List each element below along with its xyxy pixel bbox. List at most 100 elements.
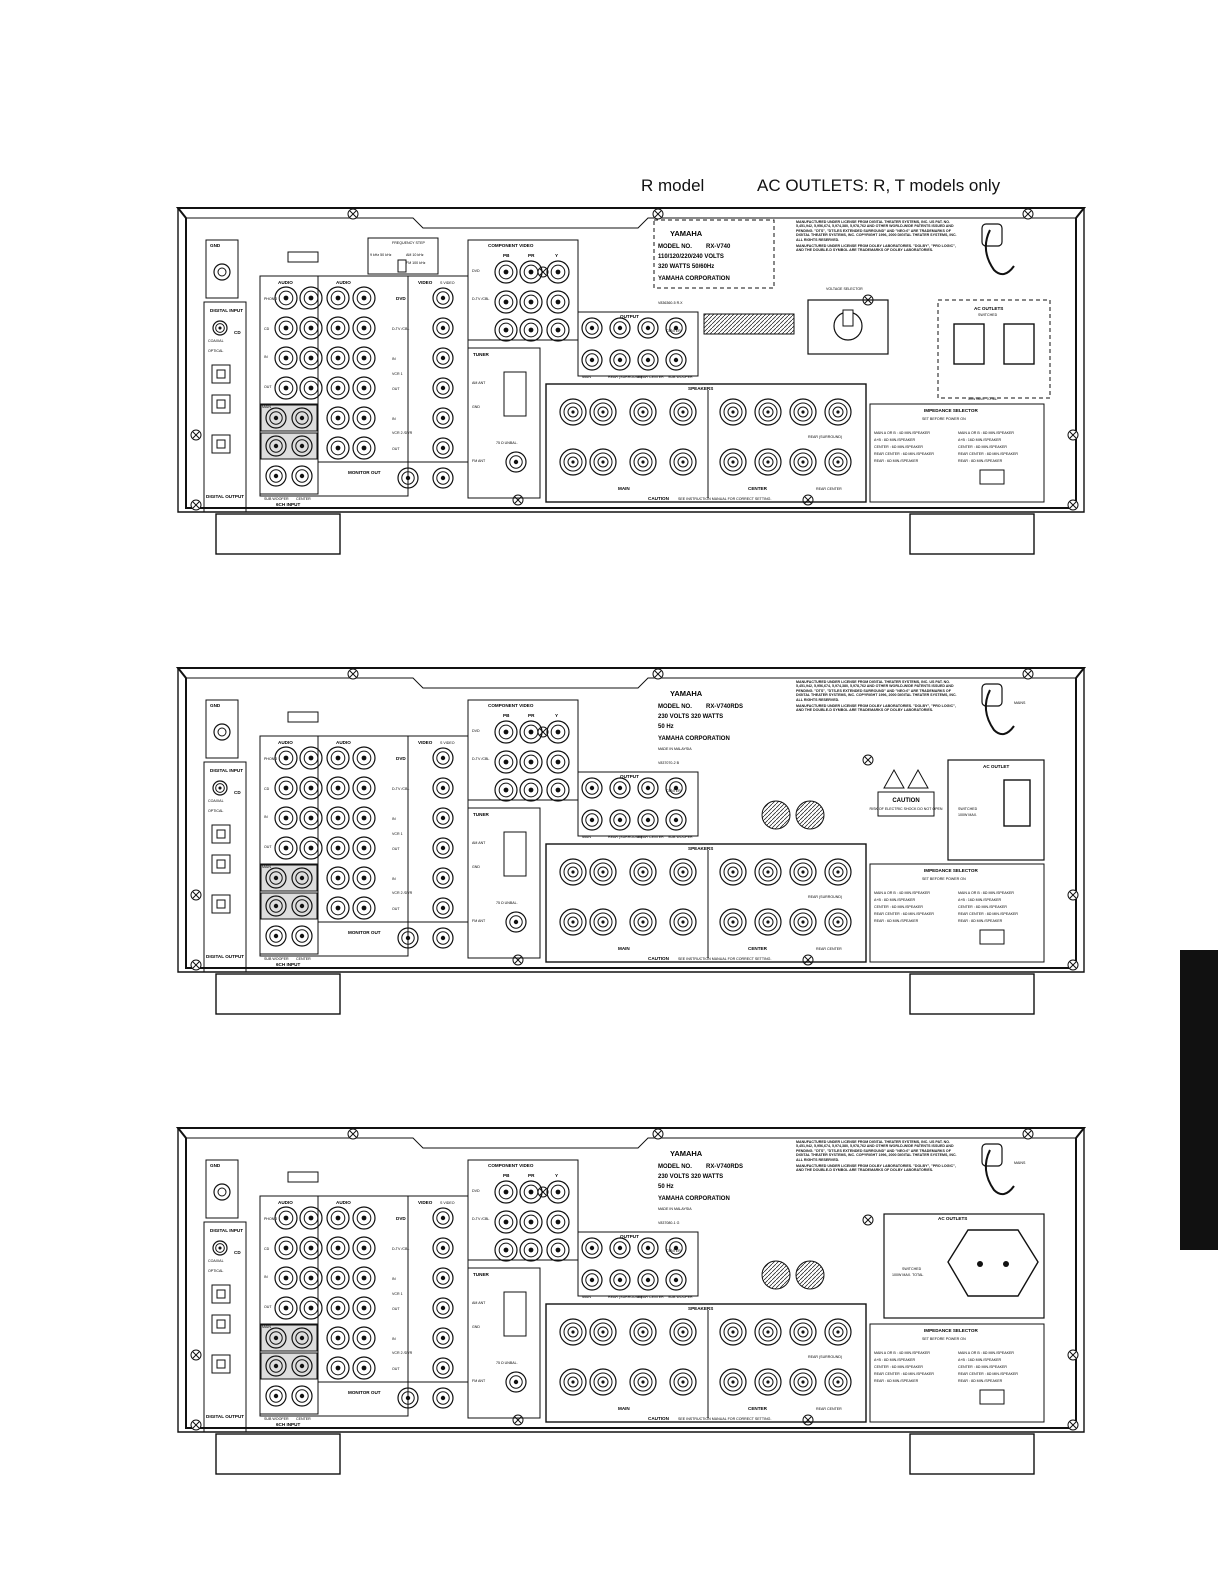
model-no-value: RX-V740 (706, 244, 731, 250)
serial-label: V836360-5 R.X (658, 301, 683, 305)
left-foot (215, 513, 341, 555)
output-center-label: CENTER (666, 329, 681, 333)
screw (190, 499, 202, 511)
speaker-terminal (629, 448, 657, 476)
pr-label: PR (528, 713, 535, 718)
video-audio-jack-r (352, 346, 376, 370)
am-terminal (503, 371, 527, 417)
caution-label: CAUTION (892, 798, 919, 804)
tuner-box (467, 347, 541, 499)
ac-switched-label: SWITCHED (902, 1267, 922, 1271)
md-in-label: IN (264, 355, 268, 359)
speaker-terminal (559, 448, 587, 476)
video-audio-jack-l (326, 746, 350, 770)
preout-jack (637, 349, 659, 371)
dolby-notice: MANUFACTURED UNDER LICENSE FROM DOLBY LA… (796, 704, 956, 713)
monitor-out-label: MONITOR OUT (348, 470, 381, 475)
top-rail (186, 1137, 1076, 1149)
video-audio-jack-r (352, 286, 376, 310)
freq-switch (397, 259, 407, 273)
impedance-left-line: REAR CENTER : 6Ω MIN./SPEAKER (874, 1372, 934, 1376)
optical-port-inner (216, 369, 226, 379)
screw (1022, 668, 1034, 680)
audio-jack-l (274, 286, 298, 310)
preout-jack (581, 1269, 603, 1291)
speaker-terminal (629, 398, 657, 426)
vcr2-label: VCR 2 /DVR (392, 1351, 413, 1355)
audio-jack-r (299, 806, 323, 830)
output-box (577, 1231, 699, 1297)
phono-label: PHONO (264, 757, 277, 761)
coaxial-label: COAXIAL (208, 1259, 224, 1263)
video-audio-jack-l (326, 316, 350, 340)
ch6-jack (265, 1327, 287, 1349)
unbal-label: 75 Ω UNBAL. (496, 441, 518, 445)
video-audio-jack-l (326, 896, 350, 920)
audio-label: AUDIO (278, 740, 293, 745)
video-audio-jack-r (352, 1236, 376, 1260)
center-label: CENTER (296, 1417, 311, 1421)
speaker-terminal (719, 448, 747, 476)
component-video-label: COMPONENT VIDEO (488, 703, 534, 708)
optical-port (211, 434, 231, 454)
right-foot (909, 1433, 1035, 1475)
speaker-terminal (789, 448, 817, 476)
screw (347, 668, 359, 680)
screw (862, 1214, 874, 1226)
ac-outlets-box (883, 1213, 1045, 1319)
screw (512, 494, 524, 506)
speaker-main-label: MAIN (618, 1406, 630, 1411)
unbal-label: 75 Ω UNBAL. (496, 901, 518, 905)
vcr2-label: VCR 2 /DVR (392, 431, 413, 435)
preout-jack (609, 809, 631, 831)
dts-notice: MANUFACTURED UNDER LICENSE FROM DIGITAL … (796, 220, 957, 242)
video-jack (432, 287, 454, 309)
preout-jack (609, 317, 631, 339)
video-audio-jack-l (326, 806, 350, 830)
freq-fm-label: FM 100 kHz (406, 261, 426, 265)
ch6-jack (291, 1355, 313, 1377)
ch6-jack (265, 407, 287, 429)
pb-label: PB (503, 253, 510, 258)
vcr2-out-label: OUT (392, 1367, 400, 1371)
mains-label: MAINS (1014, 701, 1026, 705)
screw (190, 1349, 202, 1361)
ch6-jack (291, 895, 313, 917)
video-jack (432, 437, 454, 459)
video-audio-jack-r (352, 1266, 376, 1290)
video-audio-jack-l (326, 1236, 350, 1260)
optical-port (211, 1284, 231, 1304)
optical-port (211, 394, 231, 414)
video-jack (432, 897, 454, 919)
hatched-circle (795, 800, 825, 830)
screw (802, 494, 814, 506)
video-audio-jack-r (352, 316, 376, 340)
top-rail (186, 217, 1076, 229)
output-box (577, 311, 699, 377)
vent-patch (703, 313, 795, 335)
video-jack (432, 747, 454, 769)
speakers-box (545, 843, 867, 963)
subwoofer-jack (265, 465, 287, 487)
preout-jack (581, 1237, 603, 1259)
gnd-box (205, 699, 239, 759)
output-center-label: CENTER (666, 789, 681, 793)
screw (1067, 959, 1079, 971)
audio-label: AUDIO (278, 1200, 293, 1205)
component-jack (494, 1210, 518, 1234)
speaker-terminal (559, 1318, 587, 1346)
speaker-terminal (629, 1318, 657, 1346)
audio-box (259, 735, 409, 957)
monitor-out-jack (397, 467, 419, 489)
preout-jack (637, 1269, 659, 1291)
preout-jack (581, 349, 603, 371)
md-in-label: IN (264, 1275, 268, 1279)
screw (347, 1128, 359, 1140)
impedance-left-line: CENTER : 6Ω MIN./SPEAKER (874, 905, 923, 909)
audio-jack-r (299, 1266, 323, 1290)
am-terminal (503, 1291, 527, 1337)
vcr1-out-label: OUT (392, 387, 400, 391)
speaker-caution-detail: SEE INSTRUCTION MANUAL FOR CORRECT SETTI… (678, 1417, 771, 1421)
optical-port (211, 854, 231, 874)
impedance-right-line: REAR CENTER : 8Ω MIN./SPEAKER (958, 1372, 1018, 1376)
